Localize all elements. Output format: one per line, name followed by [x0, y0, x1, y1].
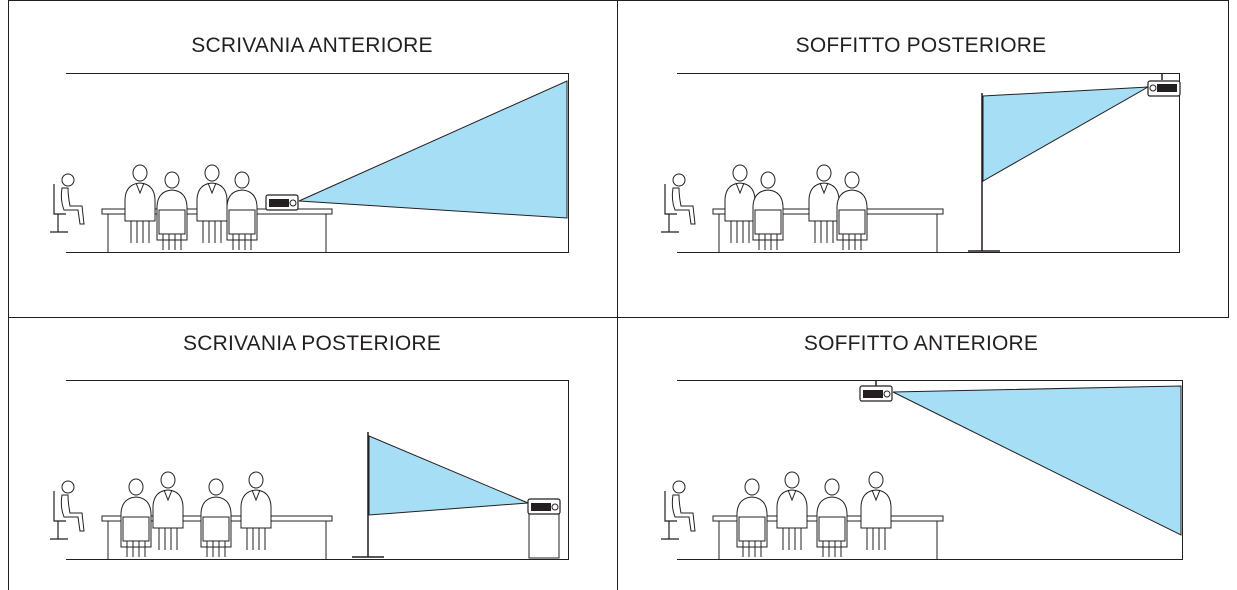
projector-stand	[528, 513, 560, 559]
panel-ceiling-rear	[660, 73, 1181, 253]
panel-ceiling-front	[660, 380, 1183, 560]
audience-person	[776, 471, 808, 551]
audience-person	[200, 478, 232, 558]
screen-stand	[352, 432, 384, 558]
audience-person	[836, 171, 868, 251]
audience-person	[816, 478, 848, 558]
audience-side-person	[660, 480, 696, 540]
panel-title-ceiling-front: SOFFITTO ANTERIORE	[803, 332, 1039, 355]
projector-icon	[265, 194, 299, 211]
panel-grid-lines	[8, 0, 1229, 590]
projection-beam	[892, 385, 1182, 536]
panel-desk-rear	[49, 380, 569, 560]
screen-stand	[968, 93, 1000, 252]
audience-person	[808, 164, 840, 244]
audience-person	[226, 171, 258, 251]
audience-side-person	[660, 173, 696, 233]
audience-person	[240, 471, 272, 551]
audience-person	[860, 471, 892, 551]
projector-icon	[1147, 80, 1181, 97]
room-outline	[677, 73, 1180, 253]
projector-icon	[527, 498, 561, 515]
room-outline	[66, 380, 569, 560]
audience-person	[124, 164, 156, 244]
panel-title-desk-front: SCRIVANIA ANTERIORE	[191, 34, 433, 57]
audience-side-person	[49, 480, 85, 540]
panel-title-ceiling-rear: SOFFITTO POSTERIORE	[795, 34, 1047, 57]
projection-beam	[982, 86, 1149, 182]
room-outline	[66, 73, 569, 253]
projection-beam	[298, 80, 568, 219]
audience-person	[156, 171, 188, 251]
room-outline	[677, 380, 1183, 560]
panel-desk-front	[49, 73, 569, 253]
audience-person	[120, 478, 152, 558]
panel-title-desk-rear: SCRIVANIA POSTERIORE	[183, 332, 441, 355]
audience-person	[152, 471, 184, 551]
audience-person	[736, 478, 768, 558]
audience-side-person	[49, 173, 85, 233]
projector-icon	[859, 385, 893, 402]
audience-person	[752, 171, 784, 251]
projection-beam	[368, 435, 529, 516]
audience-person	[196, 164, 228, 244]
audience-person	[724, 164, 756, 244]
